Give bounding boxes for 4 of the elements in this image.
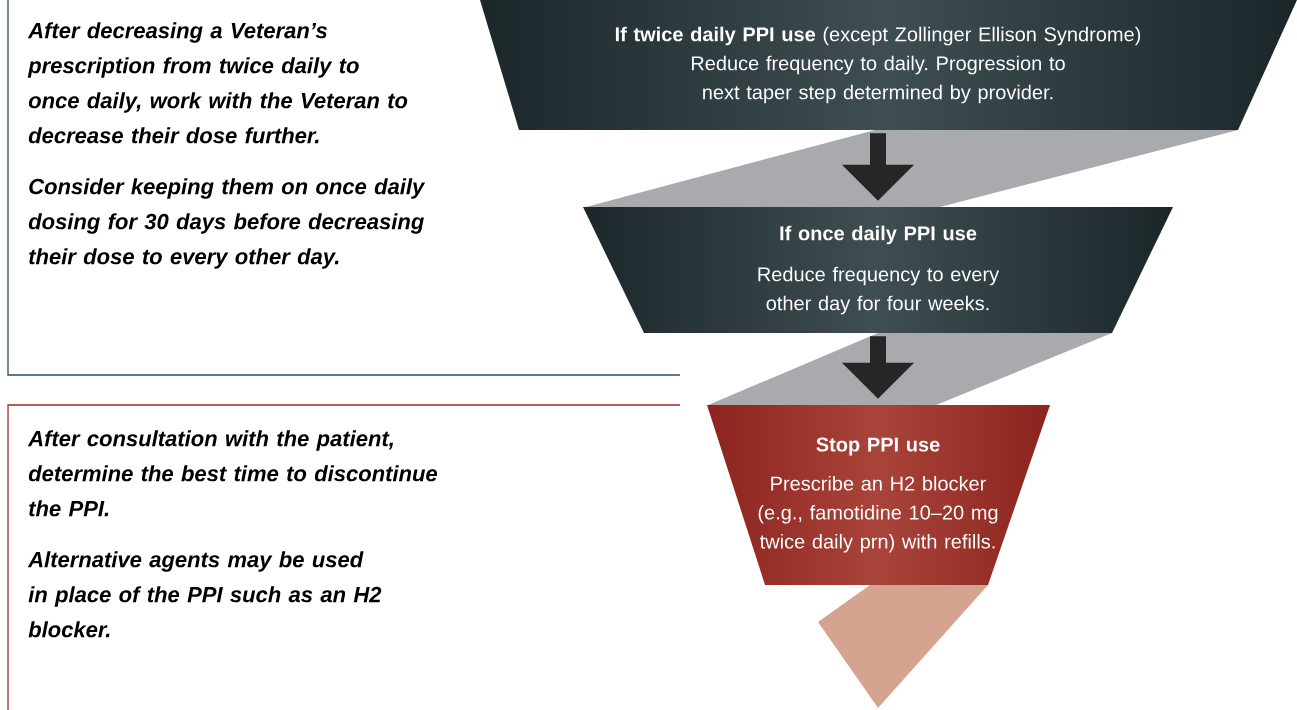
note-panel: After consultation with the patient, determine the best time to discontinue the PPI. Alternative agents may be used in place of the PPI such as an H2 blocker.	[7, 404, 681, 710]
funnel-step: Stop PPI use Prescribe an H2 blocker (e.g., famotidine 10–20 mg twice daily prn) with refills.	[707, 405, 1050, 708]
funnel-step: If once daily PPI use Reduce frequency to every other day for four weeks.	[758, 225, 1000, 315]
funnel-step: If twice daily PPI use (except Zollinger Ellison Syndrome) Reduce frequency to daily. Progression to next taper step determined by provider.	[615, 26, 1141, 104]
